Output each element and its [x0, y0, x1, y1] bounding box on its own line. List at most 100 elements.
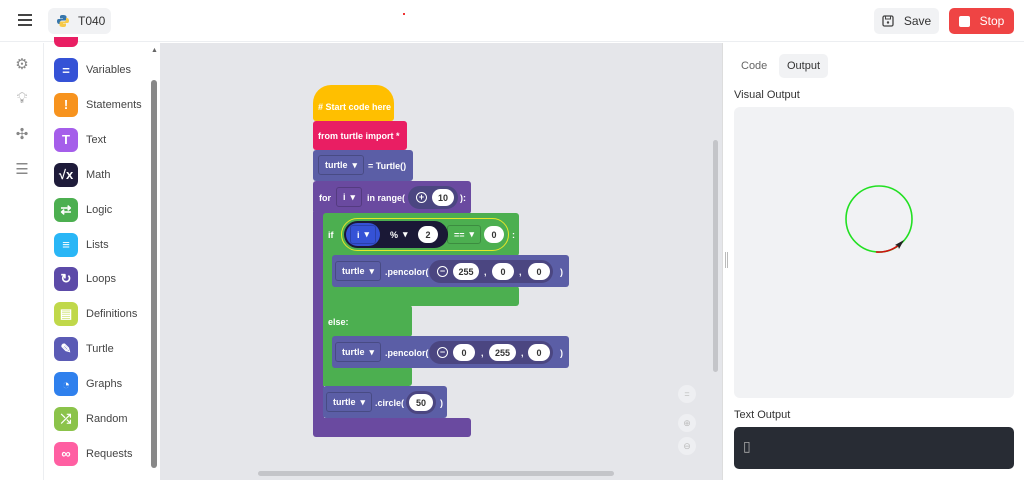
category-label: Statements [86, 98, 142, 111]
turtle-dropdown[interactable]: turtle▾ [335, 261, 382, 281]
hamburger-menu-icon[interactable] [18, 14, 32, 26]
puzzle-icon[interactable]: ✣ [15, 126, 29, 143]
save-label: Save [903, 14, 932, 28]
dropdown-arrow-icon: ▾ [469, 229, 475, 239]
category-lists-icon: ≡ [54, 232, 78, 257]
red-value[interactable]: 255 [453, 263, 479, 280]
category-random[interactable]: ⤮Random [54, 405, 128, 433]
in-range-text: in range( [367, 193, 406, 203]
category-partial-icon [54, 37, 78, 47]
red-value[interactable]: 0 [453, 344, 475, 361]
category-scrollbar[interactable] [151, 80, 157, 468]
pencolor-block-red[interactable]: turtle▾ .pencolor( − 255 , 0 , 0 ) [332, 255, 569, 287]
category-statements[interactable]: !Statements [54, 91, 142, 119]
panel-resize-handle[interactable] [725, 252, 728, 268]
category-label: Turtle [86, 343, 114, 356]
category-graphs[interactable]: ◔Graphs [54, 370, 122, 398]
pencolor-text: .pencolor( [385, 348, 429, 358]
category-random-icon: ⤮ [54, 407, 78, 431]
compare-operator-dropdown[interactable]: ==▾ [447, 225, 482, 244]
category-logic[interactable]: ⇄Logic [54, 196, 112, 224]
for-loop-footer [313, 418, 471, 437]
zoom-in-button[interactable]: ⊕ [678, 414, 696, 432]
category-logic-icon: ⇄ [54, 197, 78, 222]
turtle-dropdown[interactable]: turtle▾ [326, 392, 373, 412]
console-cursor: ▯ [743, 438, 751, 454]
visual-output-canvas [734, 107, 1014, 398]
blue-value[interactable]: 0 [528, 263, 550, 280]
for-loop-block[interactable]: for i▾ in range( + 10 ): [313, 181, 471, 214]
dropdown-arrow-icon: ▾ [350, 191, 356, 202]
import-block[interactable]: from turtle import * [313, 121, 407, 150]
else-footer [323, 366, 412, 386]
for-end: ): [460, 193, 466, 203]
close-paren: ) [560, 267, 563, 277]
mod-operator-dropdown[interactable]: %▾ [383, 225, 415, 244]
dropdown-arrow-icon: ▾ [403, 229, 408, 239]
category-label: Definitions [86, 308, 138, 321]
category-requests[interactable]: ∞Requests [54, 440, 132, 468]
category-lists[interactable]: ≡ Lists [54, 231, 109, 259]
turtle-drawing [845, 185, 913, 253]
text-output-console[interactable]: ▯ [734, 427, 1014, 469]
save-button[interactable]: Save [874, 8, 939, 34]
mod-value[interactable]: 2 [418, 226, 438, 243]
loop-var-dropdown[interactable]: i▾ [336, 187, 363, 207]
if-block[interactable]: if i▾ %▾ 2 ==▾ 0 : [323, 213, 519, 256]
save-icon [882, 15, 894, 27]
var-i-dropdown[interactable]: i▾ [350, 225, 377, 244]
var-name: turtle [342, 347, 365, 357]
checklist-icon[interactable]: ☰ [15, 161, 29, 178]
category-turtle[interactable]: ✎Turtle [54, 335, 114, 363]
category-definitions[interactable]: ▤ Definitions [54, 300, 137, 328]
category-label: Lists [86, 238, 109, 251]
tab-code[interactable]: Code [741, 60, 768, 72]
category-variables[interactable]: =Variables [54, 56, 131, 84]
colon: : [512, 230, 515, 240]
gear-icon[interactable]: ⚙ [15, 56, 29, 73]
compare-value[interactable]: 0 [484, 226, 504, 243]
workspace-horizontal-scrollbar[interactable] [258, 471, 614, 476]
assign-rhs: = Turtle() [368, 161, 407, 171]
category-loops[interactable]: ↻Loops [54, 265, 116, 293]
var-name: i [343, 192, 346, 202]
recenter-button[interactable]: = [678, 385, 696, 403]
green-value[interactable]: 255 [489, 344, 516, 361]
project-name: T040 [78, 14, 106, 28]
assign-turtle-block[interactable]: turtle▾ = Turtle() [313, 150, 413, 181]
comment-text: # Start code here [318, 102, 392, 112]
range-value[interactable]: 10 [432, 189, 454, 206]
else-block[interactable]: else: [323, 305, 412, 337]
minus-icon[interactable]: − [437, 347, 448, 358]
comma: , [519, 267, 522, 277]
comment-block[interactable]: # Start code here [313, 85, 394, 121]
icon-rail: ⚙ 💡︎ ✣ ☰ [0, 43, 44, 480]
category-graphs-icon: ◔ [54, 372, 78, 397]
import-text: from turtle import * [318, 131, 400, 141]
plus-icon[interactable]: + [416, 192, 427, 203]
blue-value[interactable]: 0 [528, 344, 550, 361]
tab-output[interactable]: Output [779, 54, 829, 78]
top-bar: T040 Save Stop [0, 0, 1024, 42]
workspace-vertical-scrollbar[interactable] [713, 140, 718, 372]
project-name-button[interactable]: T040 [48, 8, 111, 34]
stop-button[interactable]: Stop [949, 8, 1014, 34]
minus-icon[interactable]: − [437, 266, 448, 277]
python-logo-icon [57, 15, 69, 27]
dropdown-arrow-icon: ▾ [364, 229, 370, 239]
visual-output-label: Visual Output [734, 89, 800, 101]
variable-dropdown[interactable]: turtle▾ [318, 155, 365, 175]
circle-block[interactable]: turtle▾ .circle( 50 ) [323, 386, 447, 418]
comma: , [481, 348, 484, 358]
lightbulb-icon[interactable]: 💡︎ [16, 90, 28, 107]
scroll-up-arrow-icon[interactable]: ▲ [151, 47, 158, 54]
zoom-out-button[interactable]: ⊖ [678, 437, 696, 455]
pencolor-block-green[interactable]: turtle▾ .pencolor( − 0 , 255 , 0 ) [332, 336, 569, 368]
turtle-dropdown[interactable]: turtle▾ [335, 342, 382, 362]
radius-value[interactable]: 50 [409, 394, 433, 411]
category-definitions-icon: ▤ [54, 302, 78, 327]
category-math-icon: √x [54, 162, 78, 187]
green-value[interactable]: 0 [492, 263, 514, 280]
